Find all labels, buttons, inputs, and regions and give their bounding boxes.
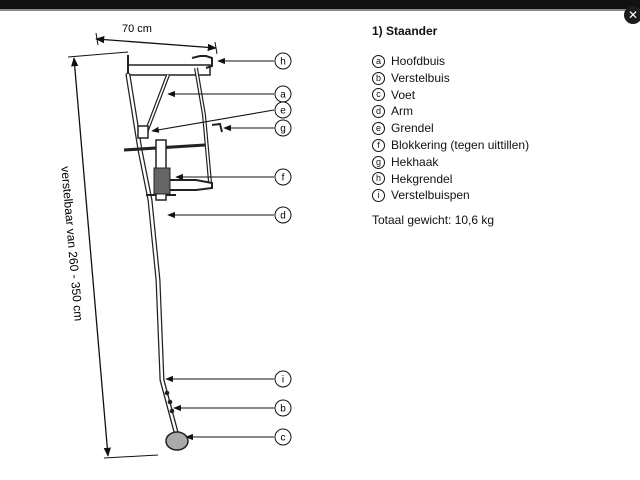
voet-disc	[165, 431, 189, 451]
callout-c: c	[274, 428, 292, 446]
close-icon[interactable]: ✕	[624, 6, 640, 24]
legend-item: f Blokkering (tegen uittillen)	[372, 137, 622, 154]
legend-list: a Hoofdbuis b Verstelbuis c Voet d Arm e Gren…	[372, 53, 622, 204]
legend-label: Hoofdbuis	[391, 54, 446, 68]
legend-item: g Hekhaak	[372, 154, 622, 171]
width-label: 70 cm	[122, 23, 152, 35]
svg-text:e: e	[280, 106, 286, 117]
legend-label: Hekgrendel	[391, 171, 453, 186]
callout-d: d	[274, 206, 292, 224]
total-weight: Totaal gewicht: 10,6 kg	[372, 213, 495, 228]
callout-i: i	[274, 370, 292, 388]
callout-g: g	[274, 119, 292, 137]
svg-text:h: h	[280, 57, 286, 68]
legend-letter: g	[372, 155, 385, 169]
legend-label: Voet	[391, 87, 416, 102]
pinhole	[167, 399, 173, 405]
arm-bracket	[160, 179, 213, 191]
width-dimension: 70 cm	[95, 23, 218, 55]
svg-text:a: a	[280, 90, 286, 101]
legend-panel: 1) Staander a Hoofdbuis b Verstelbuis c Voe…	[372, 24, 622, 227]
callout-a: a	[274, 85, 292, 103]
legend-letter: f	[372, 138, 385, 152]
window-top-bar	[0, 0, 640, 9]
right-vertical-post-inner	[195, 67, 211, 183]
verstelbuis-inner	[160, 379, 178, 433]
svg-text:g: g	[280, 124, 286, 135]
legend-letter: d	[372, 105, 385, 119]
legend-label: Hekhaak	[391, 154, 439, 169]
legend-label: Grendel	[391, 121, 434, 136]
legend-item: a Hoofdbuis	[372, 53, 622, 70]
height-dimension: verstelbaar van 260 - 350 cm	[58, 51, 159, 459]
panel-title: 1) Staander	[372, 24, 438, 38]
legend-label: Blokkering (tegen uittillen)	[391, 137, 530, 152]
callout-b: b	[274, 399, 292, 417]
svg-text:d: d	[280, 211, 286, 222]
legend-letter: e	[372, 122, 385, 136]
legend-item: i Verstelbuispen	[372, 187, 622, 204]
staander-structure	[123, 55, 223, 451]
legend-letter: h	[372, 172, 385, 186]
callout-f: f	[274, 168, 292, 186]
hekgrendel-part	[191, 55, 213, 69]
hekhaak-part	[211, 122, 223, 133]
hoofdbuis-inner	[126, 73, 164, 382]
legend-letter: a	[372, 54, 385, 68]
window-top-divider	[0, 9, 640, 11]
legend-item: b Verstelbuis	[372, 70, 622, 87]
svg-text:b: b	[280, 404, 286, 415]
legend-label: Verstelbuis	[391, 70, 450, 85]
legend-item: h Hekgrendel	[372, 171, 622, 188]
callouts	[151, 57, 275, 441]
legend-item: e Grendel	[372, 120, 622, 137]
callout-circles: h a e g f d i b c	[274, 52, 292, 446]
svg-text:f: f	[282, 173, 285, 184]
grendel-part	[137, 125, 149, 139]
legend-letter: i	[372, 189, 385, 203]
legend-label: Arm	[391, 104, 413, 119]
legend-letter: c	[372, 88, 385, 102]
pinhole	[164, 390, 170, 396]
hoofdbuis-outline	[125, 72, 165, 383]
callout-h: h	[274, 52, 292, 70]
callout-e: e	[274, 101, 292, 119]
blokkering-block	[153, 167, 171, 195]
height-label: verstelbaar van 260 - 350 cm	[58, 166, 85, 322]
legend-label: Verstelbuispen	[391, 188, 470, 203]
legend-item: d Arm	[372, 103, 622, 120]
svg-text:i: i	[282, 375, 284, 386]
legend-letter: b	[372, 71, 385, 85]
pinhole	[169, 408, 175, 414]
legend-item: c Voet	[372, 87, 622, 104]
svg-text:c: c	[281, 433, 286, 444]
